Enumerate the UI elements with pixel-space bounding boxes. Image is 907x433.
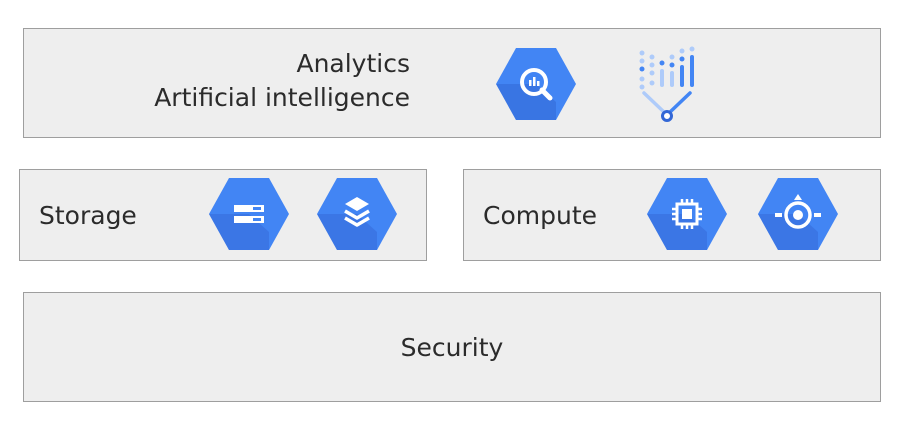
- artificial-intelligence-label: Artificial intelligence: [154, 83, 410, 112]
- storage-layer: Storage: [19, 169, 427, 261]
- security-layer: Security: [23, 292, 881, 402]
- kubernetes-engine-icon: [758, 177, 838, 255]
- compute-layer: Compute: [463, 169, 881, 261]
- cloud-storage-icon: [209, 177, 289, 255]
- analytics-label: Analytics: [296, 49, 410, 78]
- storage-label: Storage: [39, 201, 137, 230]
- filestore-icon: [317, 177, 397, 255]
- compute-engine-icon: [647, 177, 727, 255]
- security-label: Security: [400, 333, 504, 362]
- bigquery-icon: [496, 47, 576, 125]
- analytics-layer: Analytics Artificial intelligence: [23, 28, 881, 138]
- analytics-ai-label: Analytics Artificial intelligence: [154, 47, 410, 115]
- compute-label: Compute: [483, 201, 598, 230]
- ai-platform-icon: [634, 45, 700, 127]
